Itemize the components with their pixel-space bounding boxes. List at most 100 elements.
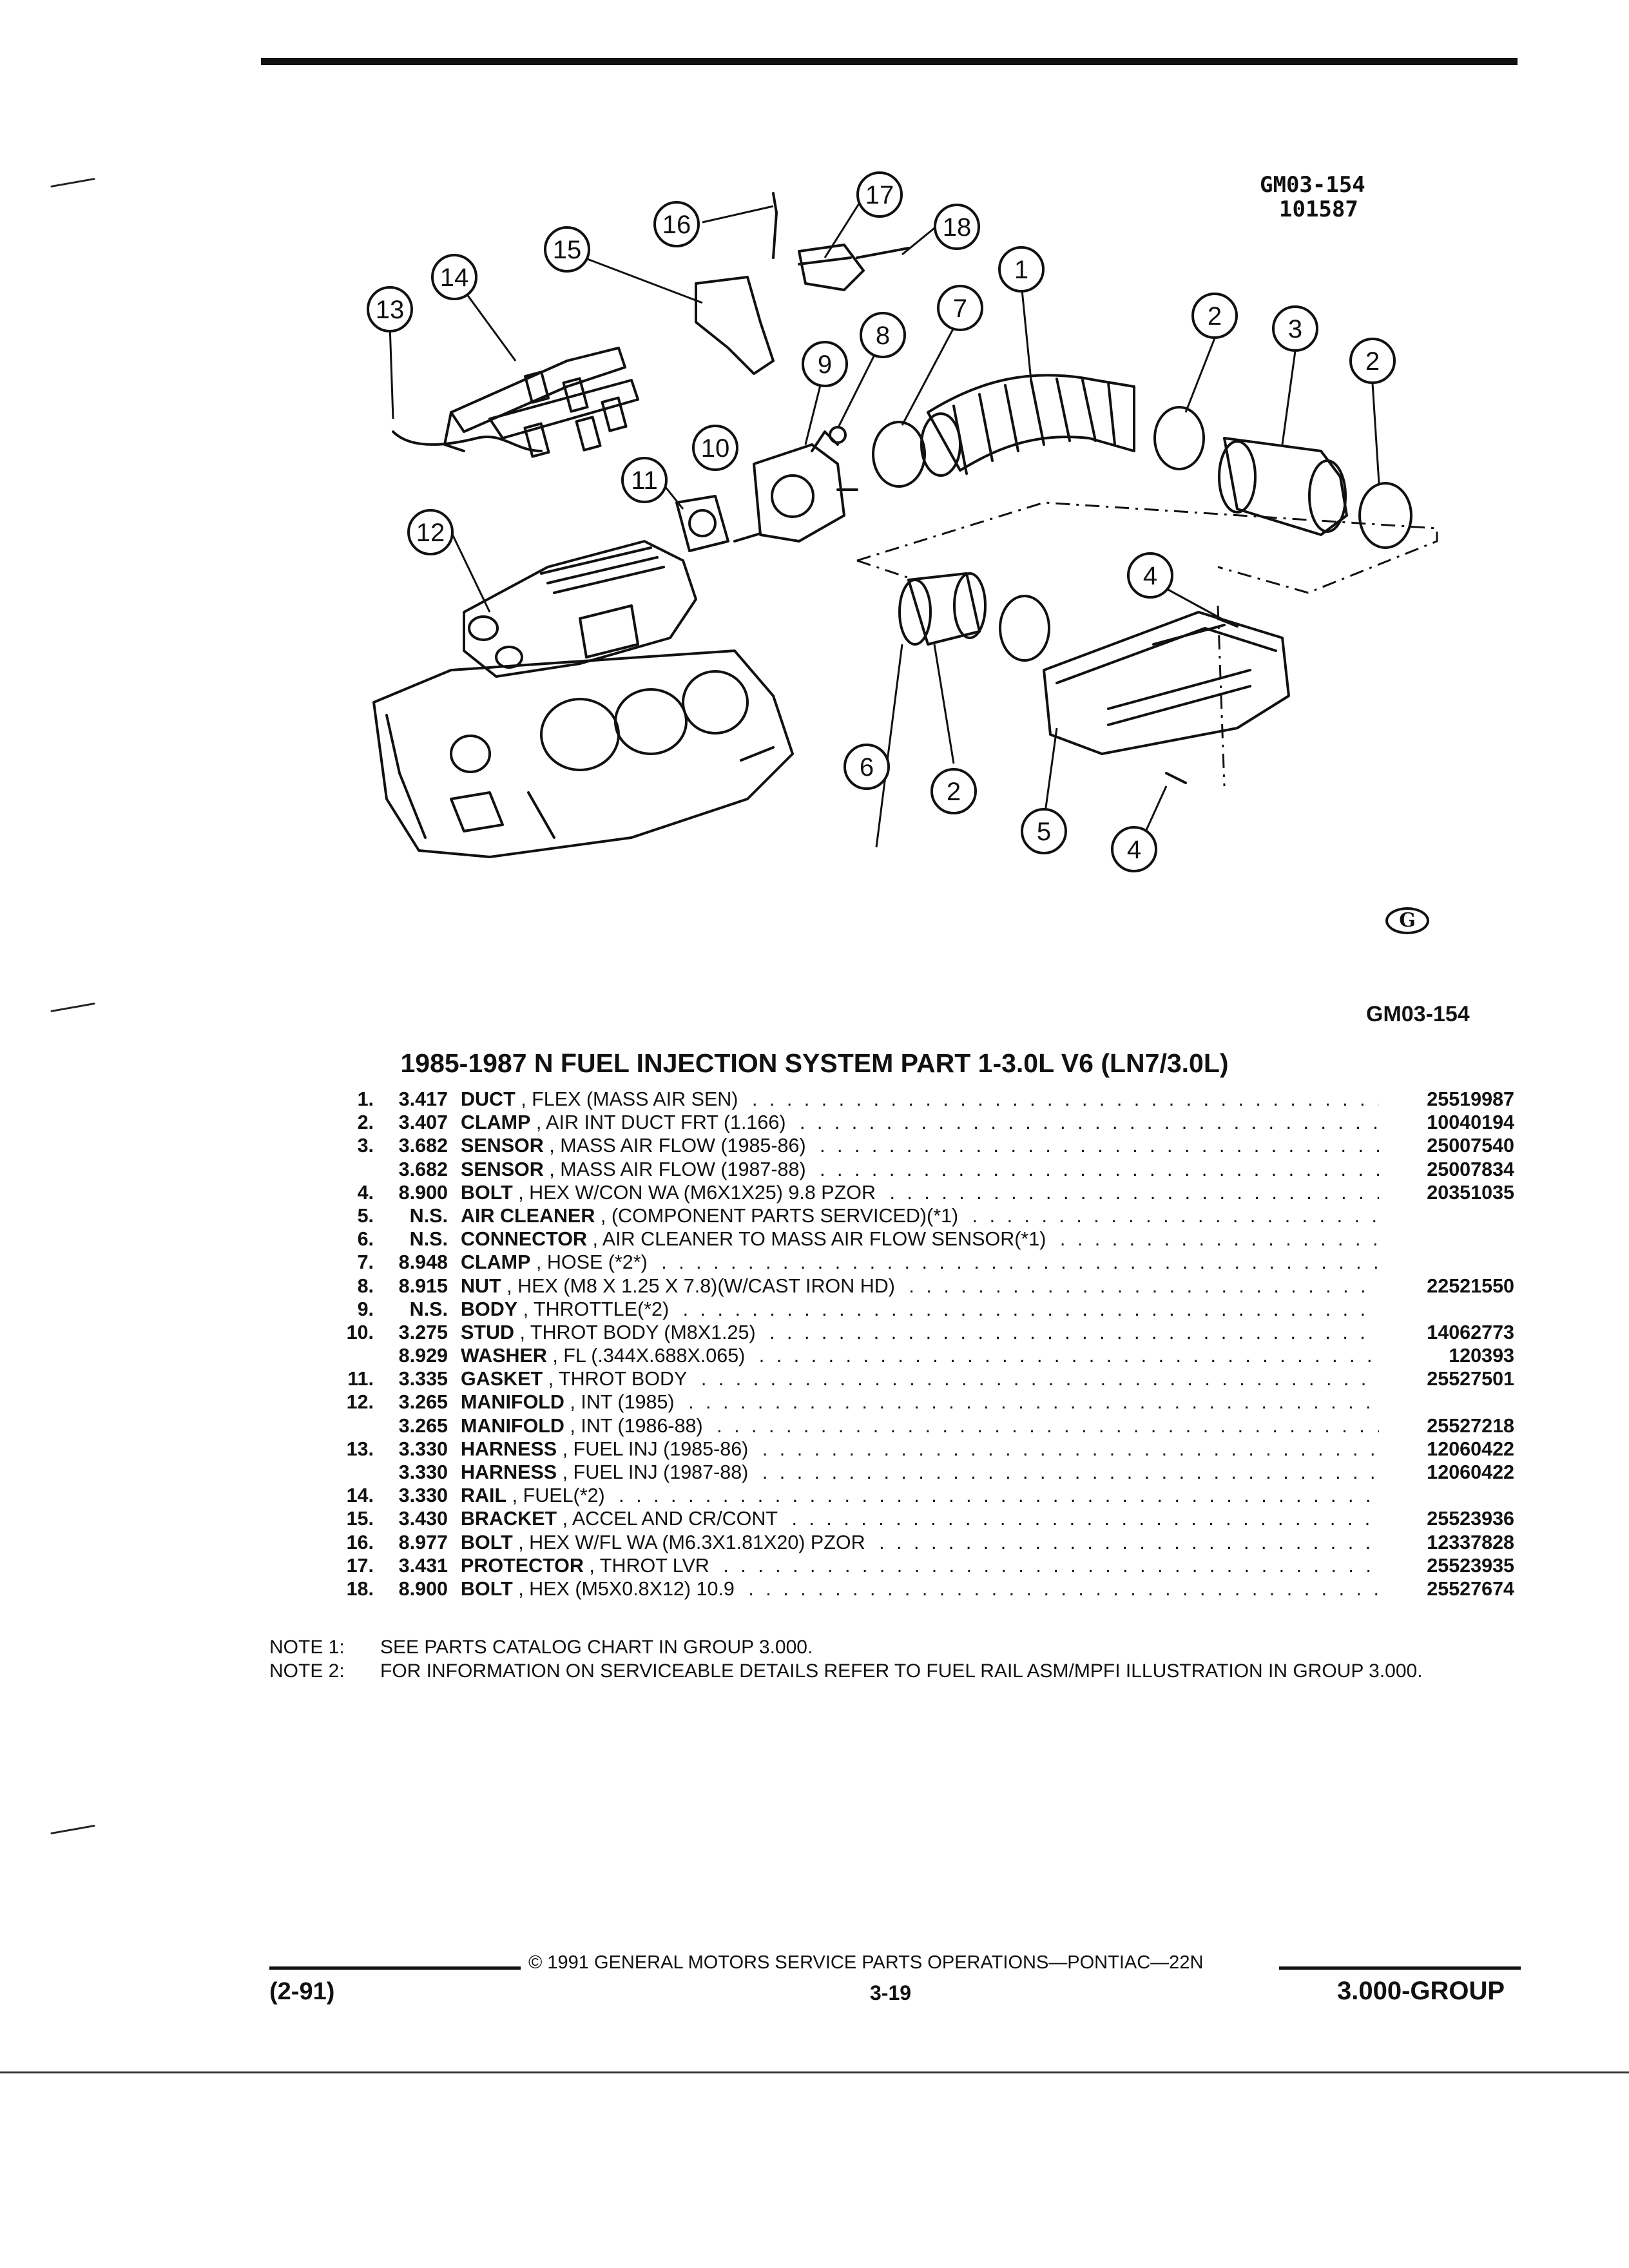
air-cleaner-bolt bbox=[1217, 617, 1239, 628]
callout-label: 18 bbox=[943, 213, 972, 242]
note-label: NOTE 2: bbox=[269, 1660, 345, 1682]
item-number: 6. bbox=[357, 1228, 374, 1251]
callout-label: 15 bbox=[553, 236, 582, 264]
leader-dots: . . . . . . . . . . . . . . . . . . . . … bbox=[769, 1321, 1379, 1343]
parts-row: 9.N.S.BODY , THROTTLE(*2) . . . . . . . … bbox=[309, 1298, 1514, 1321]
part-name: DUCT bbox=[461, 1088, 516, 1110]
leader-dots: . . . . . . . . . . . . . . . . . . . . … bbox=[688, 1391, 1379, 1414]
part-number: 10040194 bbox=[1427, 1111, 1514, 1134]
part-number: 25527674 bbox=[1427, 1577, 1514, 1600]
part-description: HARNESS , FUEL INJ (1987-88) . . . . . .… bbox=[461, 1461, 1379, 1484]
item-number: 9. bbox=[357, 1298, 374, 1320]
part-description: STUD , THROT BODY (M8X1.25) . . . . . . … bbox=[461, 1321, 1379, 1344]
callout-label: 13 bbox=[376, 296, 405, 324]
callout-label: 11 bbox=[631, 466, 658, 495]
callout-label: 8 bbox=[876, 322, 890, 350]
item-number: 13. bbox=[346, 1437, 374, 1460]
part-description: MANIFOLD , INT (1986-88) . . . . . . . .… bbox=[461, 1414, 1379, 1437]
margin-mark bbox=[50, 1824, 95, 1835]
flex-duct bbox=[920, 374, 1135, 477]
part-detail: , THROTTLE(*2) bbox=[517, 1298, 670, 1320]
part-number: 22521550 bbox=[1427, 1274, 1514, 1297]
group-number: 3.417 bbox=[398, 1088, 448, 1110]
group-number: 3.682 bbox=[398, 1158, 448, 1180]
part-detail: , HEX (M5X0.8X12) 10.9 bbox=[512, 1577, 735, 1600]
part-name: GASKET bbox=[461, 1368, 543, 1390]
group-number: 8.900 bbox=[398, 1181, 448, 1204]
part-name: MANIFOLD bbox=[461, 1414, 564, 1437]
part-detail: , INT (1985) bbox=[564, 1391, 675, 1414]
group-number: 3.330 bbox=[398, 1461, 448, 1483]
air-cleaner bbox=[1043, 611, 1290, 755]
part-detail: , ACCEL AND CR/CONT bbox=[557, 1508, 778, 1530]
figure-code-line2: 101587 bbox=[1279, 197, 1358, 222]
callout-label: 4 bbox=[1127, 836, 1141, 864]
intake-manifold bbox=[463, 540, 697, 678]
item-number: 1. bbox=[357, 1088, 374, 1110]
part-name: CLAMP bbox=[461, 1251, 531, 1274]
part-detail: , INT (1986-88) bbox=[564, 1414, 703, 1437]
part-number: 25523935 bbox=[1427, 1554, 1514, 1577]
leader-dots: . . . . . . . . . . . . . . . . . . . . … bbox=[879, 1531, 1379, 1553]
part-name: HARNESS bbox=[461, 1437, 557, 1460]
callout-label: 9 bbox=[818, 351, 832, 379]
part-number: 25523936 bbox=[1427, 1508, 1514, 1530]
leader-dots: . . . . . . . . . . . . . . . . . . . . … bbox=[748, 1577, 1379, 1600]
callout-label: 3 bbox=[1288, 315, 1302, 343]
leader-dots: . . . . . . . . . . . . . . . . . . . . … bbox=[791, 1508, 1379, 1530]
exploded-parts-diagram: 1 2 3 2 4 5 2 6 4 7 8 9 10 11 12 13 14 1… bbox=[367, 171, 1438, 872]
callout-label: 16 bbox=[662, 211, 691, 239]
group-number: 8.900 bbox=[398, 1577, 448, 1600]
group-number: 8.977 bbox=[398, 1531, 448, 1553]
item-number: 7. bbox=[357, 1251, 374, 1274]
part-detail: , FUEL(*2) bbox=[506, 1485, 605, 1507]
group-number: 3.265 bbox=[398, 1391, 448, 1414]
part-number: 25007540 bbox=[1427, 1135, 1514, 1157]
item-number: 12. bbox=[346, 1391, 374, 1414]
part-number: 25519987 bbox=[1427, 1088, 1514, 1110]
part-description: CLAMP , AIR INT DUCT FRT (1.166) . . . .… bbox=[461, 1111, 1379, 1134]
throttle-body bbox=[753, 430, 858, 543]
item-number: 11. bbox=[347, 1368, 374, 1390]
group-number: 3.682 bbox=[398, 1135, 448, 1157]
group-number: 3.330 bbox=[398, 1485, 448, 1507]
part-description: BOLT , HEX W/CON WA (M6X1X25) 9.8 PZOR .… bbox=[461, 1181, 1379, 1204]
part-description: GASKET , THROT BODY . . . . . . . . . . … bbox=[461, 1367, 1379, 1390]
group-number: 3.431 bbox=[398, 1554, 448, 1577]
figure-code-bottom: GM03-154 bbox=[1366, 1002, 1470, 1026]
group-number: 3.265 bbox=[398, 1414, 448, 1437]
mass-air-flow-sensor bbox=[1218, 437, 1348, 536]
group-number: N.S. bbox=[409, 1228, 448, 1251]
item-number: 16. bbox=[346, 1531, 374, 1553]
part-number: 12337828 bbox=[1427, 1531, 1514, 1553]
parts-row: 12. 3.265 MANIFOLD , INT (1985) . . . . . … bbox=[309, 1390, 1514, 1414]
injector-harness bbox=[392, 430, 543, 452]
part-detail: , AIR CLEANER TO MASS AIR FLOW SENSOR(*1… bbox=[587, 1228, 1046, 1251]
part-number: 14062773 bbox=[1427, 1321, 1514, 1343]
accel-bracket bbox=[695, 276, 775, 375]
part-name: MANIFOLD bbox=[461, 1391, 564, 1414]
part-description: HARNESS , FUEL INJ (1985-86) . . . . . .… bbox=[461, 1437, 1379, 1461]
callout-label: 2 bbox=[947, 778, 961, 806]
part-description: BODY , THROTTLE(*2) . . . . . . . . . . … bbox=[461, 1298, 1379, 1321]
stud bbox=[733, 532, 762, 543]
figure-code-line1: GM03-154 bbox=[1260, 172, 1365, 198]
leader-dots: . . . . . . . . . . . . . . . . . . . . … bbox=[751, 1088, 1379, 1110]
part-name: NUT bbox=[461, 1274, 501, 1297]
parts-row: 6.N.S.CONNECTOR , AIR CLEANER TO MASS AI… bbox=[309, 1227, 1514, 1251]
part-detail: , AIR INT DUCT FRT (1.166) bbox=[530, 1111, 786, 1134]
callout-label: 2 bbox=[1365, 347, 1380, 376]
leader-dots: . . . . . . . . . . . . . . . . . . . . … bbox=[717, 1414, 1379, 1437]
leader-dots: . . . . . . . . . . . . . . . . . . . . … bbox=[820, 1135, 1379, 1157]
hose-clamp bbox=[872, 421, 926, 488]
group-number: 8.948 bbox=[398, 1251, 448, 1274]
leader-dots: . . . . . . . . . . . . . . . . . . . . … bbox=[799, 1111, 1379, 1134]
